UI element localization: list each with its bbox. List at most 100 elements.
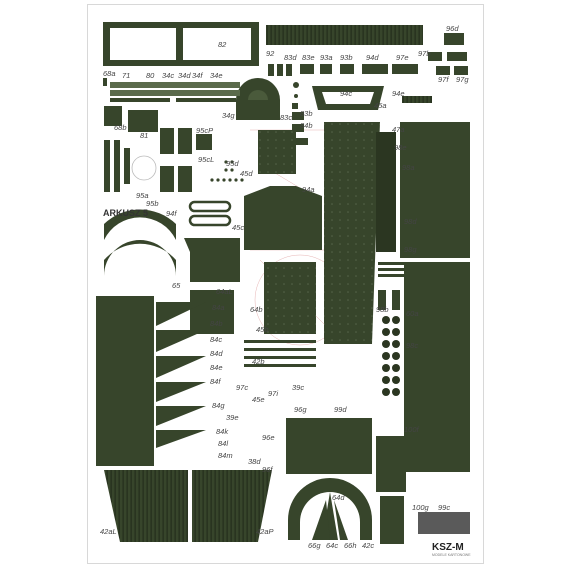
brand-subtitle: MODELE KARTONOWE: [432, 553, 471, 557]
part-circle-template: [131, 155, 157, 181]
part-label: 94f: [166, 209, 177, 218]
part-label: 97i: [268, 389, 278, 398]
part-label: 45c: [232, 223, 244, 232]
part-label: 45a: [374, 101, 387, 110]
part-label: 96e: [262, 433, 275, 442]
part-label: 84b: [210, 319, 223, 328]
part-60a-wheels[interactable]: [382, 316, 400, 396]
part-label: 42aL: [100, 527, 117, 536]
part-label: 81: [140, 131, 148, 140]
brand-logo: KSZ-M: [432, 542, 464, 553]
part-label: 98g: [404, 245, 417, 254]
part-100f[interactable]: [376, 436, 406, 544]
part-label: 84b: [300, 121, 313, 130]
part-94e[interactable]: [402, 96, 432, 103]
part-42b-strips[interactable]: [244, 340, 316, 367]
part-left-large-panel[interactable]: [96, 296, 154, 466]
part-label: 84m: [218, 451, 233, 460]
part-64b[interactable]: [264, 262, 316, 334]
part-99c-grey[interactable]: [418, 512, 470, 534]
part-92-grille[interactable]: [266, 25, 423, 45]
part-label: 95cL: [198, 155, 214, 164]
part-label: 98a: [402, 163, 415, 172]
part-label: 60a: [406, 309, 419, 318]
parts-95c-blocks[interactable]: [160, 128, 212, 192]
part-45c-cover[interactable]: [244, 186, 322, 250]
parts-95a-95b[interactable]: [104, 140, 130, 192]
part-label: 84c: [210, 335, 222, 344]
part-45a-hull-panels[interactable]: [324, 122, 470, 344]
part-99d[interactable]: [286, 418, 372, 474]
part-label: 84g: [212, 401, 225, 410]
part-label: 39c: [292, 383, 304, 392]
part-45c-lower[interactable]: [184, 238, 240, 282]
part-label: 97g: [456, 75, 469, 84]
part-label: 45e: [252, 395, 265, 404]
part-label: 34e: [210, 71, 223, 80]
part-label: 93b: [340, 53, 353, 62]
part-label: 94c: [340, 89, 352, 98]
part-label: 84k: [216, 427, 229, 436]
part-label: 82: [218, 40, 227, 49]
part-label: 95b: [146, 199, 159, 208]
part-94f-rings[interactable]: [188, 200, 232, 227]
part-label: 98c: [406, 341, 418, 350]
part-label: 97f: [438, 75, 449, 84]
part-label: 64c: [326, 541, 338, 550]
part-label: 45b: [256, 325, 269, 334]
part-label: 71: [122, 71, 130, 80]
parts-83b-84b[interactable]: [286, 112, 308, 145]
part-label: 84f: [210, 377, 221, 386]
part-64aL[interactable]: [190, 290, 234, 334]
part-82-frame[interactable]: [103, 22, 259, 66]
part-label: 83b: [300, 109, 313, 118]
part-label: 93a: [320, 53, 333, 62]
parts-83-93-row[interactable]: [268, 64, 418, 109]
part-34g-dome[interactable]: [236, 78, 280, 120]
part-label: 65: [172, 281, 181, 290]
parts-68b-81[interactable]: [104, 106, 158, 132]
part-label: 99c: [438, 503, 450, 512]
part-label: 92: [266, 49, 275, 58]
part-42aL[interactable]: [104, 470, 188, 542]
part-label: 34g: [222, 111, 235, 120]
part-label: 96d: [446, 24, 459, 33]
part-label: 99d: [334, 405, 347, 414]
parts-68a-row[interactable]: [103, 78, 240, 102]
part-label: 83d: [284, 53, 297, 62]
part-94a-block[interactable]: [258, 130, 296, 174]
part-94c-bracket[interactable]: [312, 86, 384, 110]
part-label: 95d: [226, 159, 239, 168]
part-label: 83c: [280, 113, 292, 122]
label-layer: ARKUSZ 5 KSZ-M MODELE KARTONOWE 82 92 96…: [100, 24, 471, 557]
part-label: 98e: [394, 143, 407, 152]
part-label: 96g: [294, 405, 307, 414]
part-64d-fan[interactable]: [288, 478, 372, 540]
part-label: 94a: [302, 185, 315, 194]
sheet-title: ARKUSZ 5: [103, 208, 148, 218]
part-label: 68a: [103, 69, 116, 78]
part-label: 66h: [344, 541, 357, 550]
part-label: 45d: [240, 169, 253, 178]
part-label: 100f: [404, 425, 420, 434]
parts-84-wedges[interactable]: [156, 302, 206, 448]
part-label: 47a: [392, 125, 405, 134]
part-label: 38d: [248, 457, 261, 466]
part-label: 39e: [226, 413, 239, 422]
part-label: 42c: [362, 541, 374, 550]
part-label: 64aL: [216, 287, 233, 296]
part-98b-strips[interactable]: [378, 262, 418, 310]
part-label: 84a: [212, 303, 225, 312]
part-98c-panel[interactable]: [404, 262, 470, 472]
parts-95d-dots[interactable]: [210, 160, 244, 182]
part-label: 42aP: [256, 527, 274, 536]
part-label: 95cP: [196, 126, 213, 135]
part-label: 34f: [192, 71, 203, 80]
part-label: 97c: [236, 383, 248, 392]
part-arches[interactable]: [104, 209, 176, 276]
part-label: 95a: [136, 191, 149, 200]
part-label: 34c: [162, 71, 174, 80]
part-42aP[interactable]: [192, 470, 272, 542]
part-label: 84l: [218, 439, 228, 448]
parts-97-group[interactable]: [428, 33, 468, 75]
